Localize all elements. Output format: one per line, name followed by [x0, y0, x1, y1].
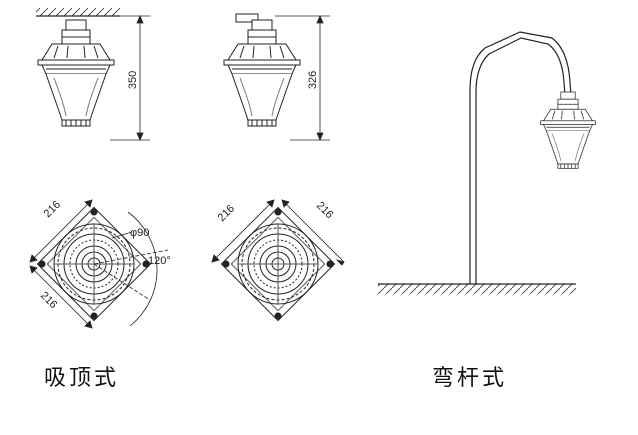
- ceiling-top-dimensions: [29, 199, 169, 329]
- hole-angle-label: 120°: [148, 255, 171, 267]
- ceiling-mount-caption: 吸顶式: [44, 366, 120, 391]
- bracket-stub: [235, 13, 259, 23]
- pole-fixture: [540, 91, 596, 169]
- ceiling-fixture: [37, 19, 115, 127]
- ceiling-hatch: [36, 8, 120, 16]
- bracket-mount-caption: 弯杆式: [432, 366, 508, 391]
- bracket-top-view: 216 216: [211, 199, 345, 322]
- bracket-top-dimensions: [211, 199, 345, 266]
- ceiling-width-lower: 216: [38, 290, 59, 311]
- bracket-top-fixture: [220, 206, 336, 322]
- ceiling-height-label: 350: [127, 71, 139, 89]
- bracket-height-label: 326: [307, 71, 319, 89]
- hole-diameter-label: φ90: [130, 227, 149, 239]
- ceiling-height-dimension: [110, 14, 150, 142]
- bracket-width-left: 216: [216, 203, 237, 224]
- bracket-width-right: 216: [314, 200, 335, 221]
- bracket-fixture: [223, 19, 301, 127]
- ground-hatch: [378, 284, 576, 294]
- pole-mount-view: [378, 31, 596, 294]
- bracket-height-dimension: [275, 14, 330, 142]
- bracket-side-view: 326: [223, 13, 330, 142]
- ceiling-width-upper: 216: [42, 199, 63, 220]
- ceiling-top-view: 216 216 φ90 120°: [29, 199, 171, 329]
- bent-pole: [469, 31, 572, 284]
- ceiling-side-view: 350: [36, 8, 150, 142]
